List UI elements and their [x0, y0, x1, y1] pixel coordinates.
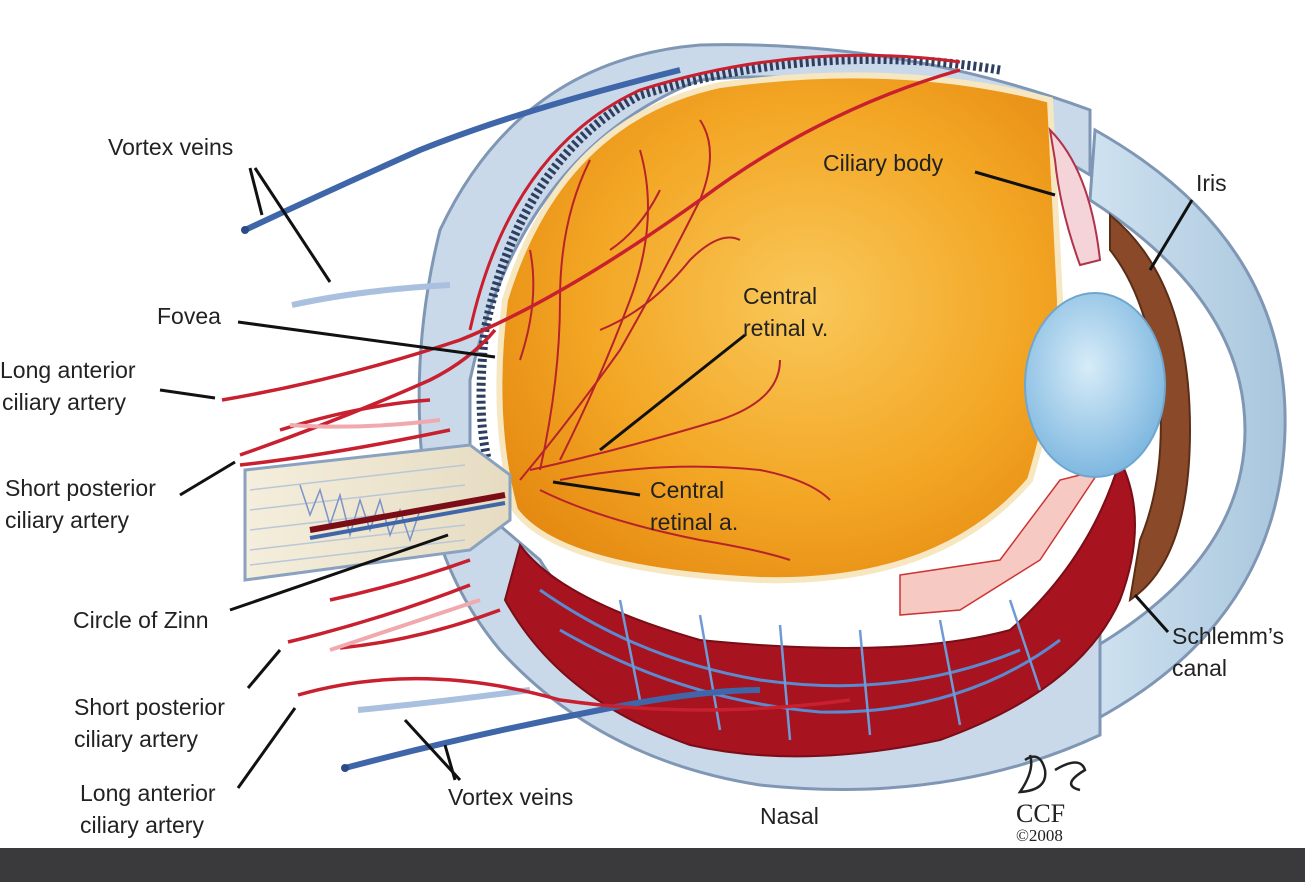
- leader-lines: [159, 167, 1194, 789]
- signature-logo: [1017, 754, 1087, 794]
- label-central-retinal-a-1: Central: [650, 477, 725, 503]
- bottom-bar: [0, 848, 1305, 882]
- vortex-vein-top-2: [291, 282, 451, 308]
- label-schlemm-2: canal: [1172, 655, 1227, 681]
- label-long-anterior-top-1: Long anterior: [0, 357, 136, 383]
- vitreous-body: [496, 72, 1064, 584]
- optic-nerve: [243, 443, 512, 582]
- vortex-vein-bottom-2: [357, 687, 531, 713]
- long-anterior-ciliary-artery-bottom: [297, 676, 851, 712]
- label-long-anterior-bottom-1: Long anterior: [80, 780, 216, 806]
- label-ciliary-body: Ciliary body: [823, 150, 944, 176]
- label-nasal: Nasal: [760, 803, 819, 829]
- label-vortex-veins-bottom: Vortex veins: [448, 784, 574, 810]
- choroid-vascular-layer: [503, 457, 1136, 758]
- vortex-vein-top-1: [243, 67, 681, 233]
- eye-anatomy-illustration: [159, 43, 1287, 794]
- label-fovea: Fovea: [157, 303, 221, 329]
- label-long-anterior-top-2: ciliary artery: [2, 389, 126, 415]
- label-short-posterior-bottom-1: Short posterior: [74, 694, 225, 720]
- ciliary-body: [1048, 127, 1102, 267]
- label-circle-of-zinn: Circle of Zinn: [73, 607, 209, 633]
- diagram-canvas: Vortex veins Fovea Long anterior ciliary…: [0, 43, 1287, 845]
- credit-year: ©2008: [1016, 826, 1063, 845]
- label-central-retinal-v-2: retinal v.: [743, 315, 829, 341]
- lens: [1024, 292, 1166, 478]
- label-central-retinal-a-2: retinal a.: [650, 509, 739, 535]
- label-vortex-veins-top: Vortex veins: [108, 134, 234, 160]
- label-iris: Iris: [1196, 170, 1227, 196]
- label-short-posterior-top-2: ciliary artery: [5, 507, 129, 533]
- long-anterior-ciliary-artery-top: [221, 68, 961, 402]
- label-short-posterior-bottom-2: ciliary artery: [74, 726, 198, 752]
- retinal-vessels: [519, 119, 831, 561]
- label-schlemm-1: Schlemm’s: [1172, 623, 1285, 649]
- label-long-anterior-bottom-2: ciliary artery: [80, 812, 204, 838]
- label-short-posterior-top-1: Short posterior: [5, 475, 156, 501]
- vortex-vein-bottom-1: [344, 687, 761, 771]
- credit-org: CCF: [1016, 799, 1066, 828]
- label-central-retinal-v-1: Central: [743, 283, 818, 309]
